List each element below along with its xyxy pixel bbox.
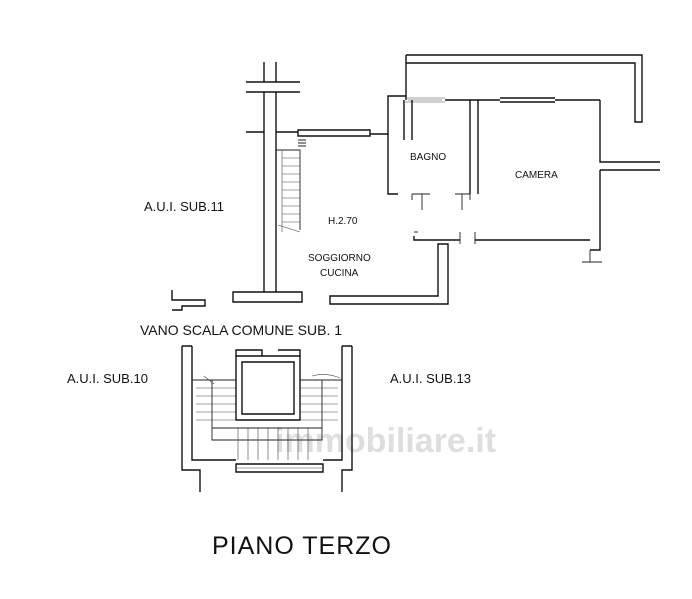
room-label-soggiorno: SOGGIORNO xyxy=(308,253,371,264)
floor-title: PIANO TERZO xyxy=(212,532,392,560)
label-stair-common: VANO SCALA COMUNE SUB. 1 xyxy=(140,322,342,338)
room-label-cucina: CUCINA xyxy=(320,268,359,279)
interior-stair xyxy=(276,139,306,233)
label-aui-sub10: A.U.I. SUB.10 xyxy=(67,371,148,386)
label-aui-sub11: A.U.I. SUB.11 xyxy=(144,199,224,214)
room-label-camera: CAMERA xyxy=(515,170,558,181)
label-ceiling-height: H.2.70 xyxy=(328,216,358,227)
label-aui-sub13: A.U.I. SUB.13 xyxy=(390,371,471,386)
stairwell xyxy=(171,290,353,492)
apartment-walls xyxy=(232,54,660,305)
room-label-bagno: BAGNO xyxy=(410,152,446,163)
